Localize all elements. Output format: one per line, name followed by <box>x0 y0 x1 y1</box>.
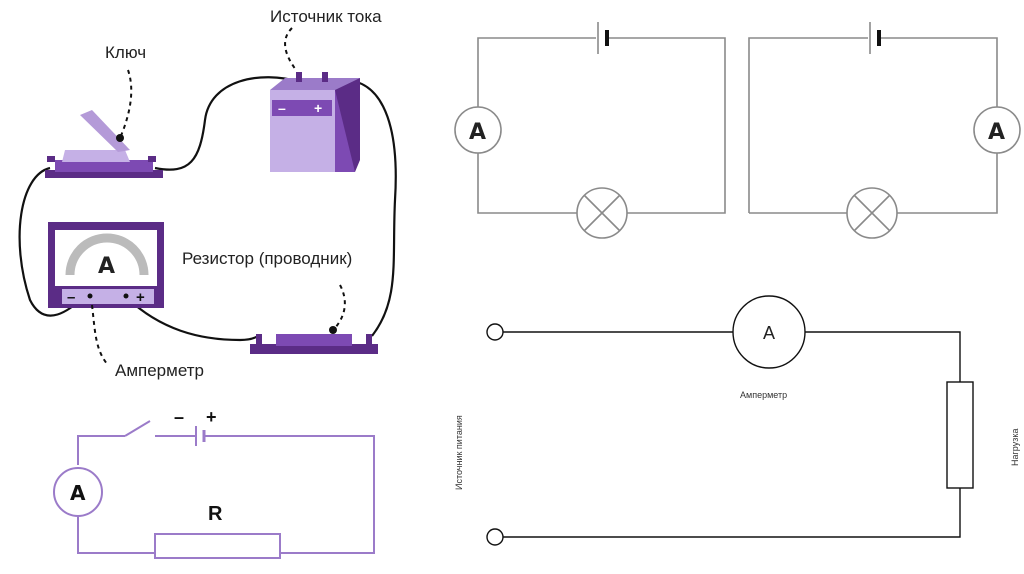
ammeter-label: Амперметр <box>115 361 204 380</box>
wire <box>881 37 998 107</box>
wire <box>477 153 577 214</box>
wire <box>477 37 596 107</box>
battery: – + <box>270 72 360 172</box>
wire <box>609 37 726 214</box>
wire <box>124 295 259 342</box>
schematic-plus: + <box>206 407 217 427</box>
schematic-ammeter-letter: A <box>70 481 86 505</box>
lamp-cross <box>583 194 621 232</box>
purple-schematic <box>53 420 375 559</box>
source-pointer <box>284 27 297 71</box>
battery-plus: + <box>314 100 322 116</box>
key-pointer <box>119 69 133 139</box>
wire <box>154 76 301 171</box>
key-switch <box>45 110 163 178</box>
ammeter-pointer <box>91 304 109 366</box>
wire <box>77 517 155 554</box>
resistor-label: Резистор (проводник) <box>182 249 352 268</box>
wire <box>77 435 125 465</box>
lamp-cross <box>853 194 891 232</box>
circuit-right-ammeter-letter: A <box>988 120 1005 145</box>
schematic-minus: – <box>174 407 184 427</box>
ammeter-symbol <box>53 467 103 517</box>
wire <box>204 435 375 554</box>
illustrated-circuit: Ключ – + Источник тока A – + <box>18 7 397 380</box>
ammeter-plus: + <box>136 289 145 306</box>
resistor-device <box>250 334 378 354</box>
terminal-top <box>486 323 504 341</box>
battery-minus: – <box>278 100 286 116</box>
circuit-right <box>748 22 1021 239</box>
schematic-resistor-letter: R <box>208 503 223 525</box>
wire <box>897 153 998 214</box>
ammeter-minus: – <box>67 289 75 306</box>
resistor-symbol <box>154 533 281 559</box>
ammeter-letter: A <box>98 254 115 279</box>
key-label: Ключ <box>105 43 146 62</box>
wire <box>18 166 86 317</box>
wire <box>748 37 868 213</box>
bottom-ammeter-label: Амперметр <box>740 390 787 400</box>
switch-blade <box>124 420 151 437</box>
ammeter-symbol <box>454 106 502 154</box>
circuit-left-ammeter-letter: A <box>469 120 486 145</box>
wire <box>329 79 397 337</box>
terminal-bottom <box>486 528 504 546</box>
source-label-vertical: Источник питания <box>454 415 464 490</box>
wire <box>503 488 961 538</box>
resistor-pointer <box>334 284 346 329</box>
source-label: Источник тока <box>270 7 382 26</box>
bottom-schematic <box>486 295 974 546</box>
circuit-left <box>454 22 726 239</box>
load-label-vertical: Нагрузка <box>1010 429 1020 466</box>
ammeter-device: A – + <box>48 222 164 308</box>
wire <box>805 331 961 382</box>
load-symbol <box>946 381 974 489</box>
bottom-ammeter-letter: A <box>763 323 775 343</box>
